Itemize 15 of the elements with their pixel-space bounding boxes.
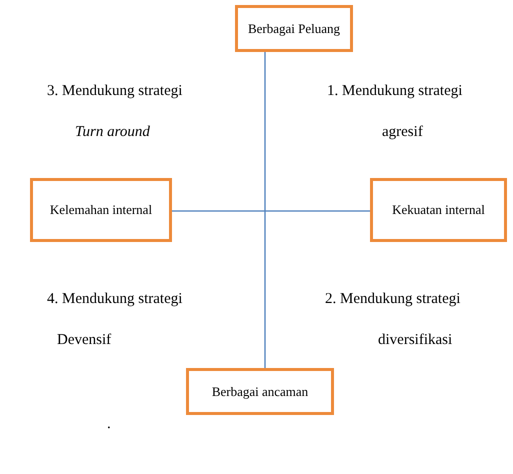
connector-line [264, 52, 266, 368]
quadrant-label: 1. Mendukung strategi [327, 83, 462, 100]
quadrant-label: 2. Mendukung strategi [325, 291, 460, 308]
quadrant-label: 4. Mendukung strategi [47, 291, 182, 308]
quadrant-label: Devensif [57, 332, 112, 349]
quadrant-label: agresif [382, 124, 423, 141]
quadrant-label: diversifikasi [378, 332, 452, 349]
quadrant-label: 3. Mendukung strategi [47, 83, 182, 100]
label-box: Berbagai Peluang [235, 5, 353, 52]
connector-line [172, 210, 370, 212]
quadrant-label: Turn around [75, 124, 150, 141]
label-box: Kekuatan internal [370, 178, 507, 242]
dot-mark: . [107, 416, 111, 433]
label-box: Kelemahan internal [30, 178, 172, 242]
label-box: Berbagai ancaman [186, 368, 334, 415]
